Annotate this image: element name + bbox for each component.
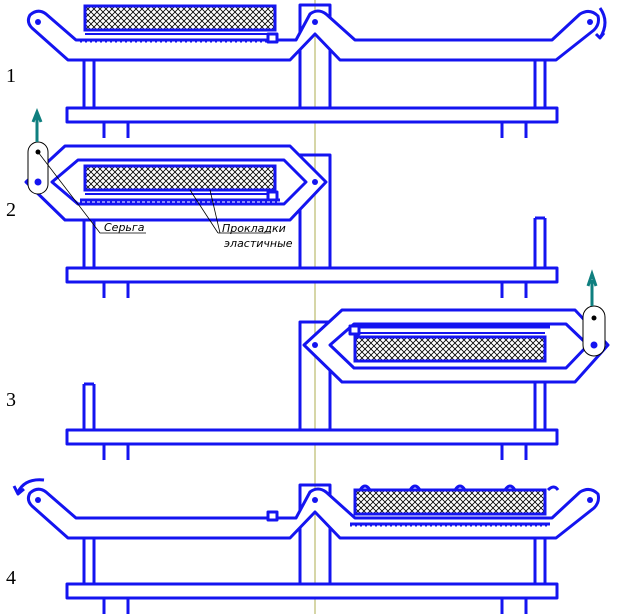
stage-2: Серьга Прокладки эластичные 2 bbox=[6, 107, 559, 300]
rotation-arrow-icon bbox=[12, 478, 45, 496]
stage-3: 3 bbox=[6, 269, 610, 462]
label-pads-line2: эластичные bbox=[224, 237, 293, 250]
lifting-hook-icon bbox=[586, 269, 598, 306]
stage-1: 1 bbox=[6, 3, 607, 140]
stage-number: 1 bbox=[6, 65, 16, 87]
lifting-hook-icon bbox=[31, 107, 43, 142]
stage-number: 2 bbox=[6, 199, 16, 221]
rotation-arrow-icon bbox=[594, 7, 607, 40]
label-pads-line1: Прокладки bbox=[222, 222, 286, 235]
label-earring: Серьга bbox=[104, 221, 145, 234]
earring-shackle bbox=[582, 305, 606, 357]
stage-number: 3 bbox=[6, 389, 16, 411]
stage-number: 4 bbox=[6, 567, 16, 589]
stage-4: 4 bbox=[6, 478, 600, 614]
